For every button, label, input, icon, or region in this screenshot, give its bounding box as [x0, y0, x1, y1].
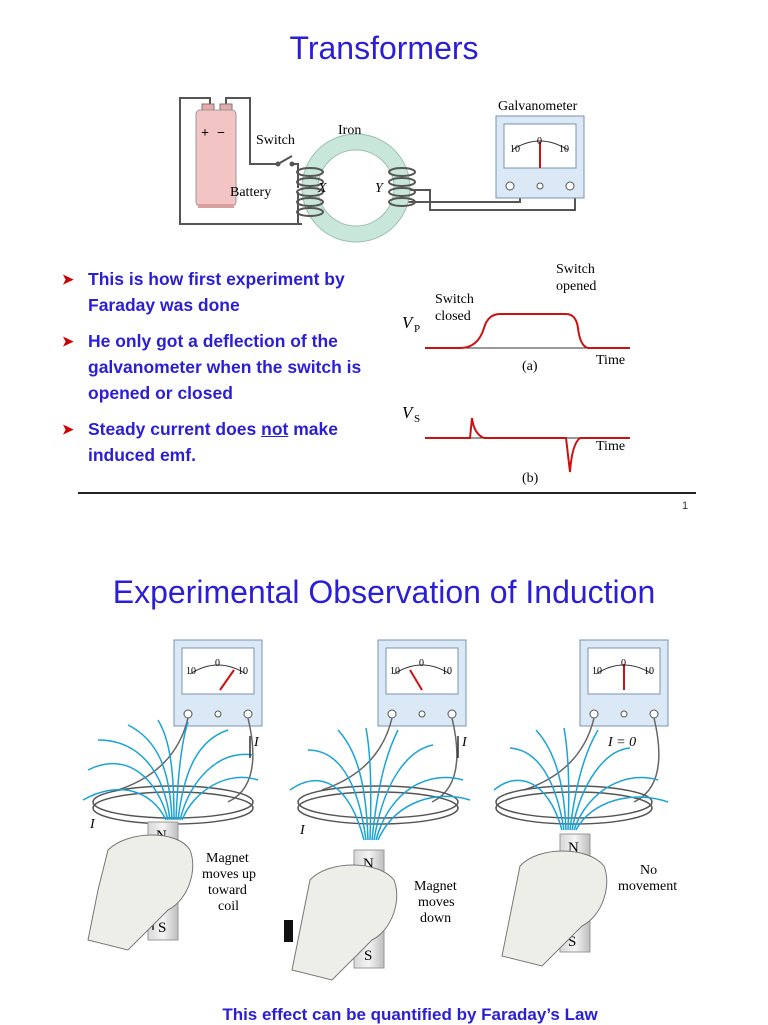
- svg-text:10: 10: [390, 666, 400, 677]
- coil-y: [388, 167, 416, 207]
- arrow-bullet-icon: ➤: [62, 421, 74, 437]
- black-marker: [284, 920, 293, 942]
- coil-y-label: Y: [375, 181, 385, 196]
- svg-text:closed: closed: [435, 309, 471, 324]
- panel-magnet-down: 10 0 10 I I N S Magnet moves down: [289, 639, 471, 981]
- voltage-time-graphs: Switch opened Switch closed V P Time (a)…: [402, 262, 630, 486]
- bullet-item: ➤This is how first experiment by Faraday…: [62, 266, 372, 318]
- coil-x-label: X: [317, 181, 327, 196]
- svg-text:10: 10: [186, 666, 196, 677]
- vp-label: V: [402, 313, 415, 332]
- arrow-bullet-icon: ➤: [62, 271, 74, 287]
- galv-scale-right: 10: [559, 144, 569, 155]
- svg-text:10: 10: [238, 666, 248, 677]
- switch-closed-label: Switch: [435, 292, 474, 307]
- svg-text:10: 10: [442, 666, 452, 677]
- svg-text:10: 10: [592, 666, 602, 677]
- svg-text:I: I: [299, 823, 306, 838]
- svg-text:opened: opened: [556, 279, 596, 294]
- galv-scale-mid: 0: [537, 136, 542, 147]
- svg-text:S: S: [568, 934, 576, 950]
- svg-text:N: N: [568, 840, 579, 856]
- hand: [87, 834, 194, 951]
- svg-text:No: No: [640, 863, 657, 878]
- field-lines: [493, 727, 669, 831]
- battery-label: Battery: [230, 185, 271, 200]
- svg-text:S: S: [414, 413, 420, 425]
- vs-label: V: [402, 403, 415, 422]
- induction-panels: 10 0 10 I I N S Magnet moves up toward c…: [82, 639, 677, 981]
- underlined-word: not: [261, 419, 289, 439]
- caption-a: (a): [522, 359, 538, 374]
- galvanometer: [579, 639, 669, 727]
- battery-minus: −: [217, 126, 225, 141]
- svg-text:P: P: [414, 323, 420, 335]
- slide2-title: Experimental Observation of Induction: [112, 574, 656, 610]
- svg-text:I: I: [89, 817, 96, 832]
- slide1-title: Transformers: [289, 30, 479, 66]
- svg-text:N: N: [363, 856, 374, 872]
- iron-label: Iron: [338, 123, 361, 138]
- bullet-item: ➤He only got a deflection of the galvano…: [62, 328, 372, 406]
- svg-text:S: S: [364, 948, 372, 964]
- svg-text:toward: toward: [208, 883, 247, 898]
- svg-text:I = 0: I = 0: [607, 735, 636, 750]
- bullet-list: ➤This is how first experiment by Faraday…: [62, 266, 372, 478]
- hand: [501, 850, 608, 967]
- svg-text:S: S: [158, 920, 166, 936]
- faraday-circuit-diagram: Switch + − Battery Iron X Y Galvanometer: [179, 97, 585, 243]
- galvanometer-label: Galvanometer: [498, 99, 578, 114]
- svg-text:I: I: [253, 735, 260, 750]
- footer-text: This effect can be quantified by Faraday…: [222, 1005, 598, 1024]
- bullet-item: ➤Steady current does not make induced em…: [62, 416, 372, 468]
- svg-text:0: 0: [215, 658, 220, 669]
- field-lines: [289, 727, 471, 841]
- svg-text:0: 0: [621, 658, 626, 669]
- vp-curve: [425, 313, 630, 349]
- page-number: 1: [682, 500, 689, 512]
- switch: [275, 155, 295, 167]
- panel-magnet-up: 10 0 10 I I N S Magnet moves up toward c…: [82, 639, 263, 951]
- svg-text:Magnet: Magnet: [206, 851, 249, 866]
- hand: [291, 864, 398, 981]
- svg-text:down: down: [420, 911, 451, 926]
- svg-text:Magnet: Magnet: [414, 879, 457, 894]
- field-lines: [82, 719, 259, 821]
- battery: [195, 103, 237, 208]
- arrow-bullet-icon: ➤: [62, 333, 74, 349]
- switch-label: Switch: [256, 133, 295, 148]
- svg-text:0: 0: [419, 658, 424, 669]
- slide-divider: [78, 492, 696, 494]
- galvanometer: [173, 639, 263, 727]
- caption-b: (b): [522, 471, 539, 486]
- galvanometer: [495, 115, 585, 199]
- svg-text:movement: movement: [618, 879, 677, 894]
- galvanometer: [377, 639, 467, 727]
- vs-curve: [425, 417, 630, 473]
- galv-scale-left: 10: [510, 144, 520, 155]
- svg-text:10: 10: [644, 666, 654, 677]
- svg-text:moves up: moves up: [202, 867, 256, 882]
- switch-opened-label: Switch: [556, 262, 595, 277]
- svg-text:moves: moves: [418, 895, 455, 910]
- time-label-a: Time: [596, 353, 625, 368]
- time-label-b: Time: [596, 439, 625, 454]
- svg-text:I: I: [461, 735, 468, 750]
- panel-no-movement: 10 0 10 I = 0 N S No movement: [493, 639, 677, 967]
- coil-x: [296, 167, 324, 217]
- battery-plus: +: [201, 126, 209, 141]
- svg-text:coil: coil: [218, 899, 239, 914]
